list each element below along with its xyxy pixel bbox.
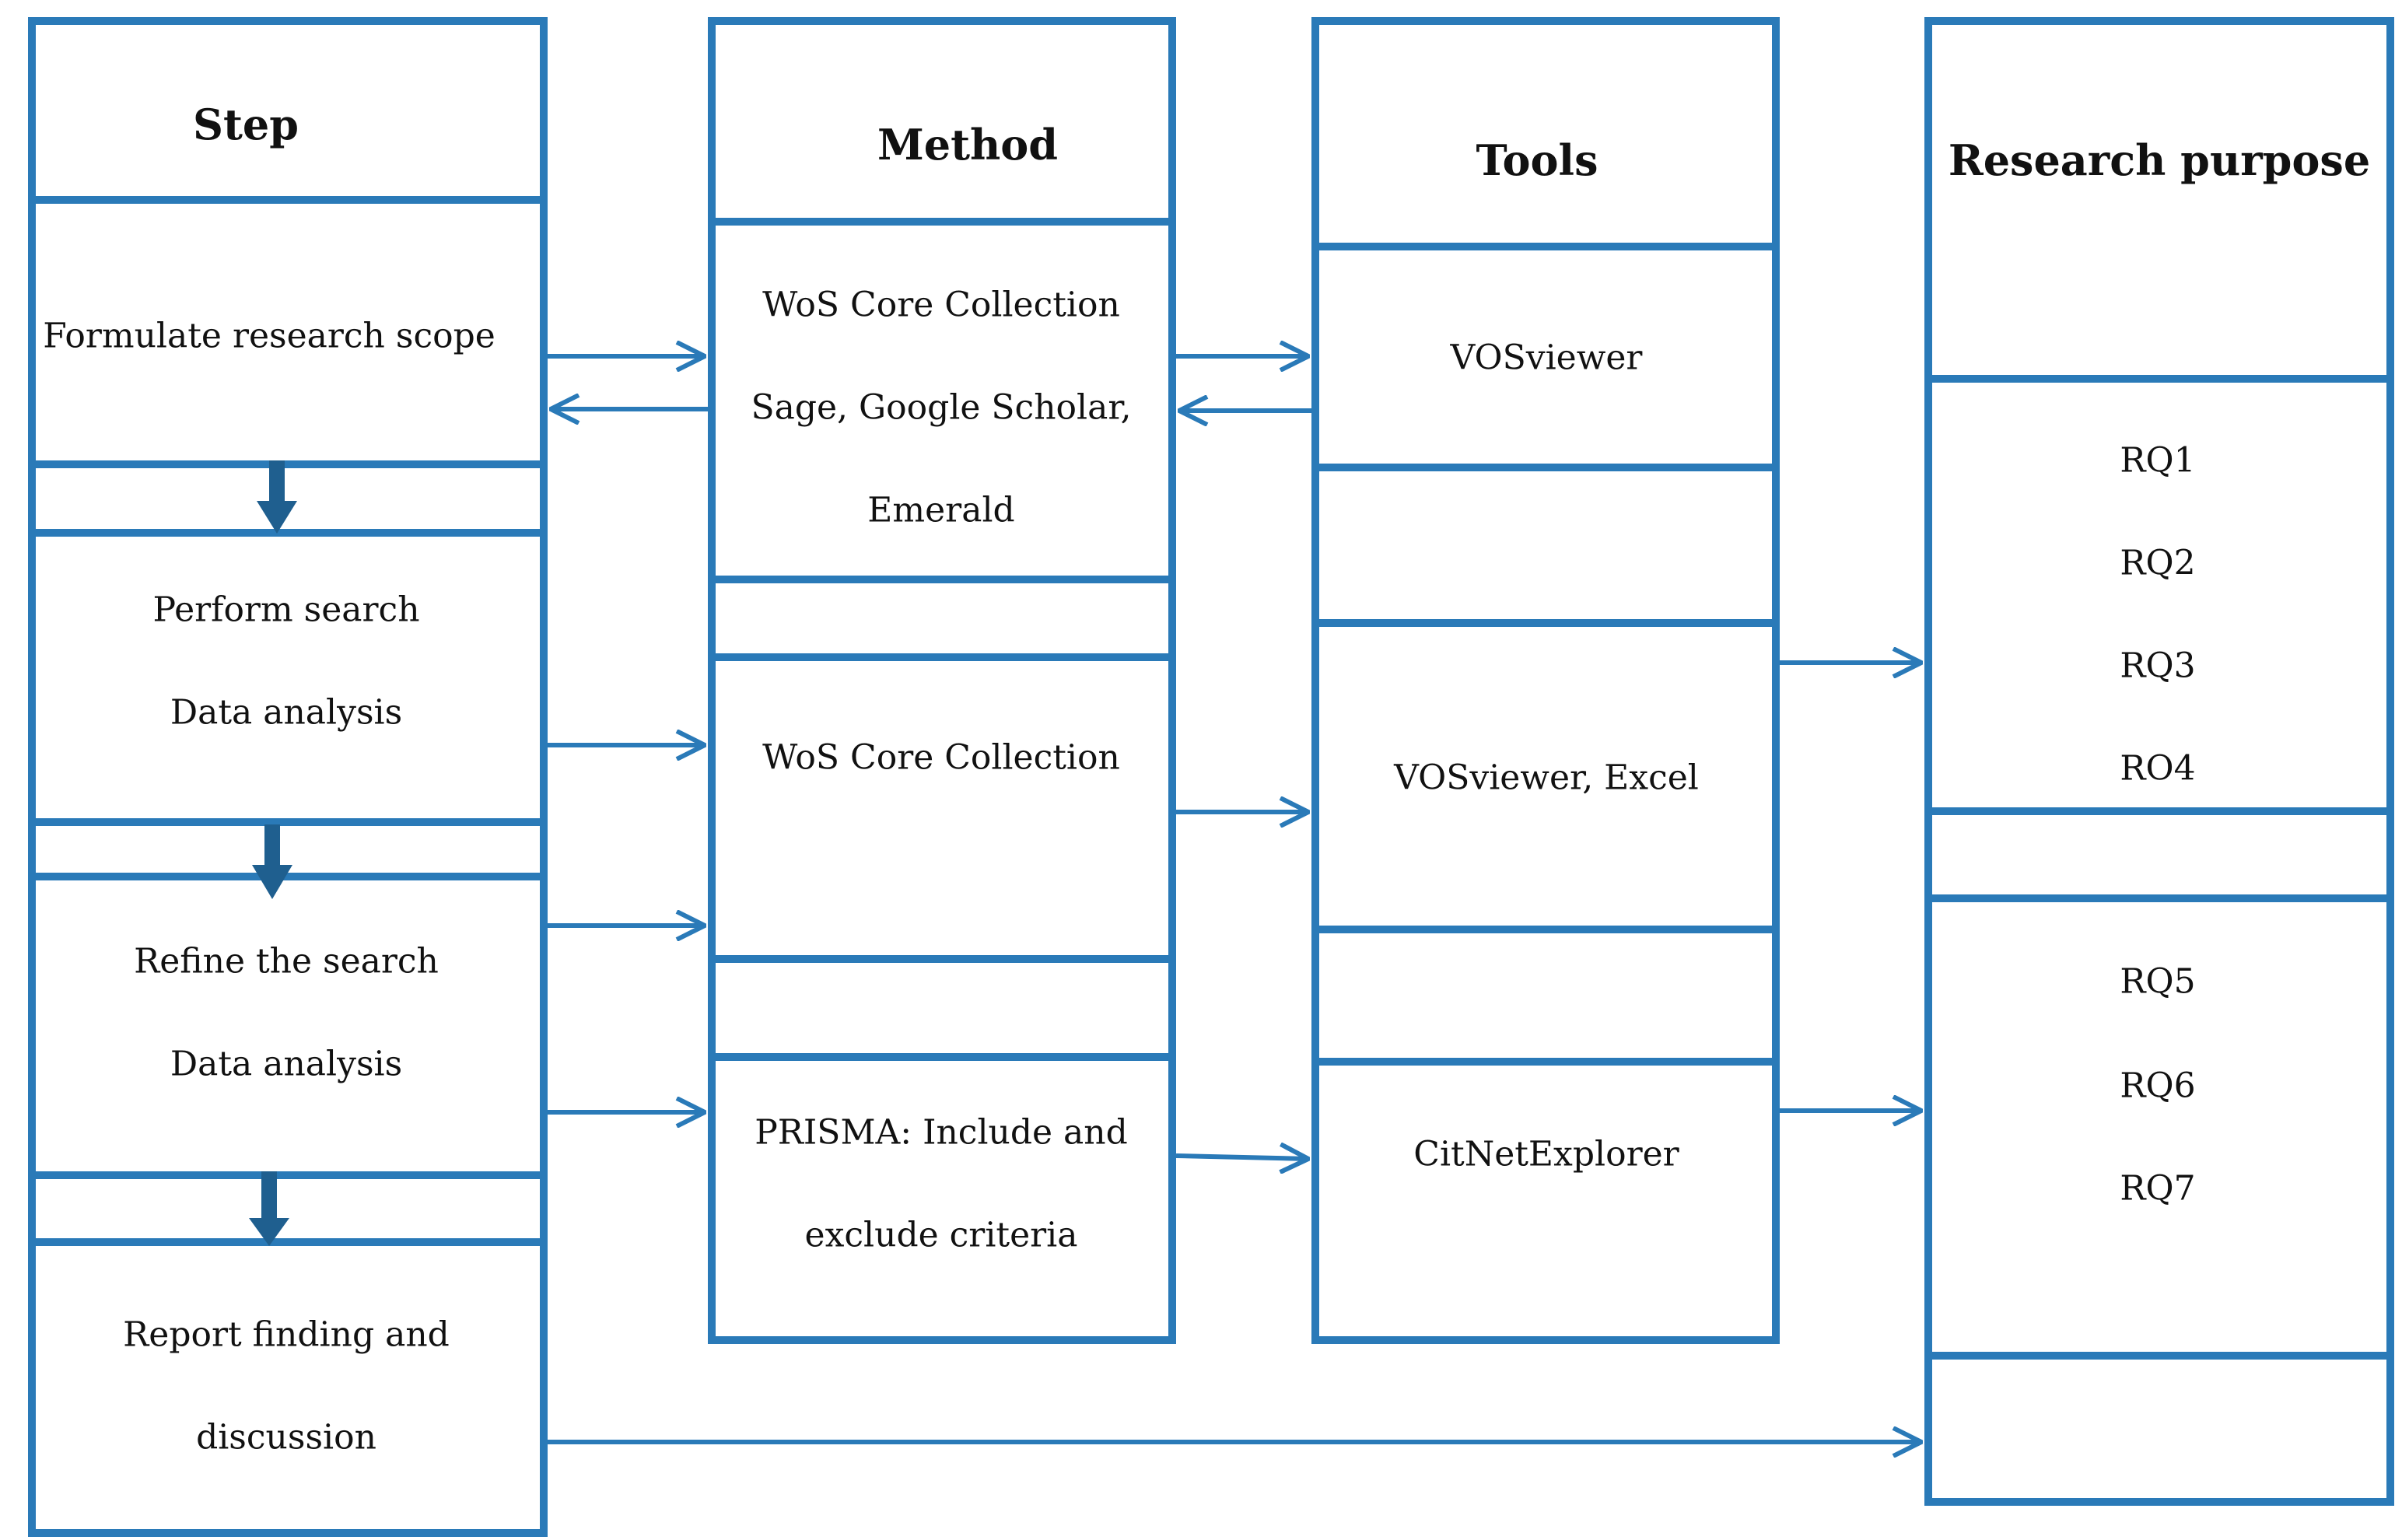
step-refine-text-2: Data analysis (170, 1044, 403, 1084)
step-box-perform (28, 529, 548, 826)
method-box-prisma (708, 1053, 1176, 1344)
method-databases-text: WoS Core Collection (762, 285, 1120, 325)
down-arrow-3 (249, 1171, 289, 1246)
step-header: Step (192, 100, 299, 149)
tools-header: Tools (1476, 135, 1598, 185)
purpose-ro4-text: RO4 (2120, 748, 2196, 789)
step-box-formulate (28, 196, 548, 468)
purpose-rq2-text: RQ2 (2120, 543, 2196, 583)
purpose-rq3-text: RQ3 (2120, 646, 2196, 686)
down-arrow-2 (252, 824, 292, 899)
purpose-rq1-text: RQ1 (2120, 440, 2196, 481)
tools-citnetexplorer-text: CitNetExplorer (1413, 1134, 1679, 1174)
tools-box-citnetexplorer (1311, 1058, 1780, 1344)
tools-header-box (1311, 17, 1780, 250)
tools-vosviewer-text: VOSviewer (1450, 338, 1643, 378)
tools-vosviewer-excel-text: VOSviewer, Excel (1394, 758, 1699, 798)
purpose-rq6-text: RQ6 (2120, 1066, 2196, 1106)
method-header-box (708, 17, 1176, 226)
step-formulate-text: Formulate research scope (43, 316, 495, 356)
step-box-report (28, 1238, 548, 1537)
method-wos-text: WoS Core Collection (762, 737, 1120, 778)
step-refine-text: Refine the search (134, 941, 439, 982)
method-spacer-1 (708, 576, 1176, 661)
arrow-prisma-to-citnet (1175, 1156, 1308, 1159)
step-box-refine (28, 873, 548, 1179)
step-spacer-3 (28, 1171, 548, 1246)
step-perform-text-2: Data analysis (170, 692, 403, 733)
step-report-text-2: discussion (196, 1417, 376, 1458)
method-prisma-text-2: exclude criteria (804, 1215, 1078, 1255)
method-box-databases (708, 218, 1176, 583)
purpose-rq5-text: RQ5 (2120, 961, 2196, 1002)
tools-box-vosviewer-excel (1311, 619, 1780, 933)
purpose-spacer-2 (1924, 1352, 2394, 1506)
method-header: Method (877, 120, 1059, 170)
method-prisma-text: PRISMA: Include and (755, 1112, 1128, 1153)
method-databases-text-2: Sage, Google Scholar, (751, 387, 1132, 428)
purpose-rq7-text: RQ7 (2120, 1168, 2196, 1209)
down-arrow-1 (257, 460, 297, 534)
method-spacer-2 (708, 955, 1176, 1061)
step-report-text: Report finding and (123, 1314, 450, 1355)
purpose-box-rq5-7 (1924, 894, 2394, 1360)
method-box-wos (708, 653, 1176, 963)
step-perform-text: Perform search (152, 590, 420, 630)
method-databases-text-3: Emerald (867, 490, 1015, 530)
purpose-header: Research purpose (1948, 135, 2371, 185)
